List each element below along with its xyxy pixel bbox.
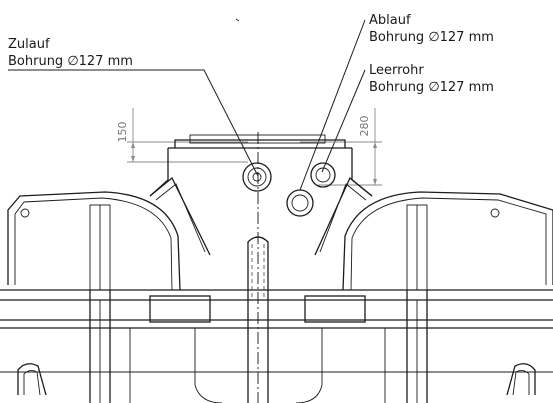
leader-lines (8, 19, 366, 191)
ablauf-opening (310, 162, 336, 188)
dimension-150-label: 150 (116, 122, 129, 143)
leerrohr-title: Leerrohr (369, 63, 424, 78)
zulauf-leader (8, 69, 259, 177)
dimension-280-label: 280 (358, 116, 371, 137)
tank-dome (149, 134, 373, 197)
zulauf-title: Zulauf (8, 37, 50, 52)
tank-body-bands (0, 289, 553, 373)
dome-braces (149, 176, 373, 256)
dimension-280: 280 (300, 108, 382, 186)
ablauf-spec: Bohrung ∅127 mm (369, 30, 494, 45)
right-foot (506, 363, 536, 396)
pipe-openings (242, 162, 336, 217)
stray-mark (235, 18, 240, 22)
zulauf-spec: Bohrung ∅127 mm (8, 54, 133, 69)
left-foot (17, 363, 47, 396)
leerrohr-spec: Bohrung ∅127 mm (369, 80, 494, 95)
left-tank-lobe (7, 191, 181, 291)
lower-ribs (89, 290, 428, 403)
leerrohr-opening (286, 189, 314, 217)
dimension-150: 150 (116, 108, 248, 163)
center-rib (247, 236, 269, 300)
right-tank-lobe (342, 191, 553, 291)
ablauf-title: Ablauf (369, 13, 411, 28)
leerrohr-leader (321, 69, 366, 173)
zulauf-opening (242, 162, 272, 192)
ablauf-leader (299, 19, 366, 191)
